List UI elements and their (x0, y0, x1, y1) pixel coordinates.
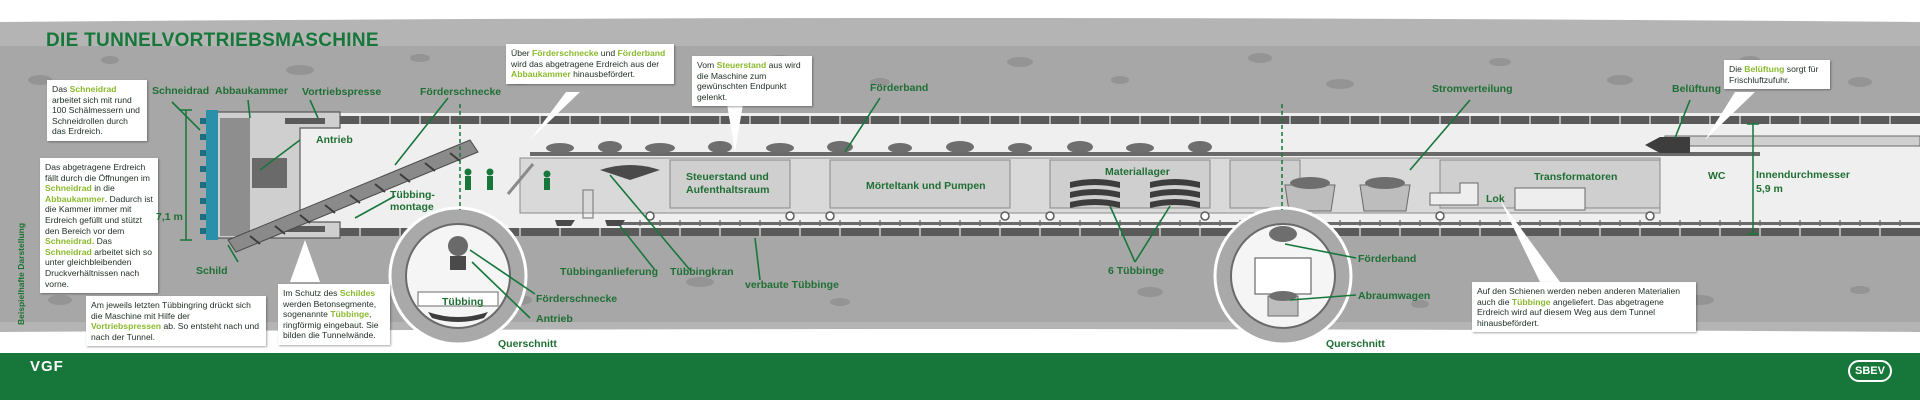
stairs (506, 163, 535, 195)
label-ventilation: Belüftung (1672, 83, 1721, 95)
label-conveyor-belt-cross: Förderband (1358, 253, 1417, 265)
ventilation-cone (1645, 137, 1660, 153)
label-toilet: WC (1708, 170, 1726, 182)
label-cross-section-right: Querschnitt (1326, 338, 1385, 350)
label-cross-section-left: Querschnitt (498, 338, 557, 350)
lining-bottom-joints (359, 228, 1881, 236)
rail-sleepers (639, 220, 1901, 226)
label-segment-cross-section: Tübbing (442, 296, 484, 308)
thrust-ram (285, 118, 325, 124)
conveyor-belt (530, 152, 1760, 156)
label-transformers: Transformatoren (1534, 171, 1618, 183)
leader-lines (171, 97, 1691, 319)
segment-crane (600, 165, 660, 180)
screw-conveyor (227, 139, 479, 253)
label-control-station-line2: Aufenthaltsraum (686, 184, 770, 196)
label-inner-diameter-1: Innendurchmesser (1756, 169, 1850, 181)
label-mortar-tank: Mörteltank und Pumpen (866, 180, 986, 192)
label-material-storage: Materiallager (1105, 166, 1170, 178)
segment-delivery (555, 220, 625, 226)
label-muck-wagon: Abraumwagen (1358, 290, 1431, 302)
segment-stacks (1070, 179, 1200, 208)
ventilation-fan (1660, 137, 1690, 153)
callout-excavation-chamber: Das abgetragene Erdreich fällt durch die… (40, 158, 158, 294)
soil-piles (546, 141, 1212, 153)
height-dimension (180, 109, 192, 241)
label-inner-diameter-2: 5,9 m (1756, 183, 1783, 195)
label-cutting-wheel: Schneidrad (152, 85, 210, 97)
workers (464, 168, 551, 190)
label-segment-erection-2: montage (390, 201, 434, 213)
locomotive (1429, 182, 1479, 206)
muck-soil (1290, 177, 1405, 189)
cross-section-left (388, 206, 528, 346)
screw-flights (249, 152, 461, 245)
thrust-ram-lower (285, 226, 325, 232)
illustration-note: Beispielhafte Darstellung (16, 222, 26, 325)
label-segment-crane: Tübbingkran (670, 266, 734, 278)
callout-ventilation: Die Belüftung sorgt für Frischluftzufuhr… (1724, 60, 1830, 90)
label-conveyor-belt-top: Förderband (870, 82, 929, 94)
label-segment-erection-1: Tübbing- (390, 189, 435, 201)
cutting-wheel (206, 110, 218, 240)
cross-section-right (1213, 206, 1353, 346)
callout-thrust-cylinders: Am jeweils letzten Tübbingring drückt si… (86, 296, 266, 347)
lining-bottom (338, 228, 1920, 236)
footer-bar (0, 353, 1920, 400)
label-power-distribution: Stromverteilung (1432, 83, 1513, 95)
vgf-logo: VGF (30, 358, 64, 375)
cutter-teeth (200, 118, 206, 234)
transformer-unit (1514, 187, 1586, 211)
label-screw-conveyor-cross: Förderschnecke (536, 293, 618, 305)
callout-control-station: Vom Steuerstand aus wird die Maschine zu… (692, 56, 812, 107)
label-drive-cross: Antrieb (536, 313, 573, 325)
lining-top (338, 116, 1920, 124)
ladder (582, 189, 594, 219)
label-segment-delivery: Tübbinganlieferung (560, 266, 658, 278)
callout-cutting-wheel: Das Schneidrad arbeitet sich mit rund 10… (47, 80, 147, 141)
label-six-segments: 6 Tübbinge (1108, 265, 1164, 277)
callout-rails: Auf den Schienen werden neben anderen Ma… (1472, 282, 1696, 333)
callout-muck-transport: Über Förderschnecke und Förderband wird … (506, 44, 674, 84)
excavation-chamber (220, 118, 250, 236)
label-height: 7,1 m (156, 211, 183, 223)
label-screw-conveyor-top: Förderschnecke (420, 86, 502, 98)
sbev-logo: SBEV (1848, 360, 1892, 382)
page-title: DIE TUNNELVORTRIEBSMASCHINE (46, 30, 379, 51)
callout-shield: Im Schutz des Schildes werden Betonsegme… (278, 284, 390, 345)
label-shield: Schild (196, 265, 228, 277)
label-thrust-cylinder: Vortriebspresse (302, 86, 382, 98)
inner-diameter-dimension (1747, 123, 1759, 235)
ventilation-duct (1664, 135, 1920, 147)
lining-top-joints (359, 116, 1891, 124)
label-locomotive: Lok (1486, 193, 1505, 205)
trailer-wheels (645, 211, 1655, 221)
label-drive-top: Antrieb (316, 134, 353, 146)
label-excavation-chamber: Abbaukammer (215, 85, 288, 97)
label-control-station: Steuerstand und Aufenthaltsraum (686, 171, 769, 197)
label-installed-segments: verbaute Tübbinge (745, 279, 839, 291)
label-control-station-line1: Steuerstand und (686, 171, 769, 183)
